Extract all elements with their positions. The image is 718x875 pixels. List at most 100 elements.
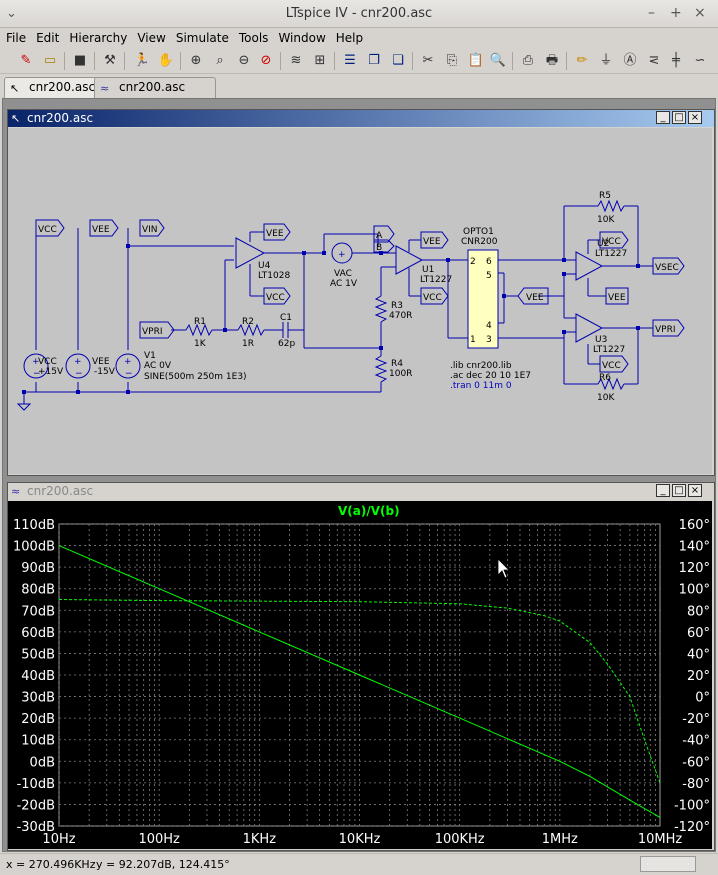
schematic-window: ↖ cnr200.asc _ □ × bbox=[7, 109, 715, 476]
x-tick-label: 100Hz bbox=[138, 832, 180, 847]
menu-hierarchy[interactable]: Hierarchy bbox=[69, 31, 128, 45]
u4-name: U4 bbox=[258, 261, 271, 271]
new-schematic-icon[interactable]: ✎ bbox=[20, 53, 32, 68]
tab-waveform[interactable]: ≈ cnr200.asc bbox=[94, 77, 216, 98]
net-label-vpri-out: VPRI bbox=[655, 325, 676, 335]
tile-horizontal-icon[interactable]: ☰ bbox=[344, 53, 356, 68]
cascade-icon[interactable]: ❐ bbox=[368, 53, 380, 68]
open-icon[interactable]: ▭ bbox=[43, 53, 57, 68]
find-icon[interactable]: 🔍 bbox=[489, 53, 507, 68]
tile-icon[interactable]: ❏ bbox=[392, 53, 404, 68]
v1-name: V1 bbox=[144, 351, 156, 361]
net-label-vin: VIN bbox=[142, 225, 158, 235]
y-left-tick-label: 20dB bbox=[21, 712, 55, 727]
mouse-cursor-icon bbox=[497, 558, 510, 579]
cut-icon[interactable]: ✂ bbox=[422, 53, 434, 68]
capacitor-icon[interactable]: ╪ bbox=[672, 53, 680, 68]
run-icon[interactable]: 🏃 bbox=[133, 53, 151, 68]
maximize-button[interactable]: + bbox=[670, 5, 682, 21]
print-setup-icon[interactable]: ⎙ bbox=[522, 53, 534, 68]
y-right-tick-label: 160° bbox=[679, 518, 710, 533]
net-label-u2-vee: VEE bbox=[608, 293, 626, 303]
y-left-tick-label: 30dB bbox=[21, 691, 55, 706]
y-right-tick-label: -120° bbox=[674, 820, 710, 835]
paste-icon[interactable]: 📋 bbox=[467, 53, 485, 68]
zoom-cancel-icon[interactable]: ⊘ bbox=[260, 53, 272, 68]
copy-icon[interactable]: ⎘ bbox=[446, 53, 458, 68]
schematic-restore-button[interactable]: □ bbox=[672, 111, 686, 124]
control-panel-icon[interactable]: ⚒ bbox=[104, 53, 116, 68]
menu-edit[interactable]: Edit bbox=[36, 31, 60, 45]
waveform-restore-button[interactable]: □ bbox=[672, 484, 686, 497]
window-menu-icon[interactable]: ⌄ bbox=[6, 6, 17, 21]
directive-lib[interactable]: .lib cnr200.lib bbox=[450, 361, 512, 371]
y-left-tick-label: 70dB bbox=[21, 604, 55, 619]
halt-icon[interactable]: ✋ bbox=[157, 53, 175, 68]
draw-wire-icon[interactable]: ✏ bbox=[576, 53, 588, 68]
menu-file[interactable]: File bbox=[6, 31, 27, 45]
menu-tools[interactable]: Tools bbox=[238, 31, 269, 45]
u1-value: LT1227 bbox=[420, 275, 452, 285]
y-right-tick-label: -80° bbox=[682, 777, 710, 792]
vee-source-name: VEE bbox=[92, 357, 110, 367]
u3-value: LT1227 bbox=[593, 345, 625, 355]
y-right-tick-label: 120° bbox=[679, 561, 710, 576]
y-left-tick-label: 60dB bbox=[21, 626, 55, 641]
trace-label[interactable]: V(a)/V(b) bbox=[338, 504, 400, 518]
waveform-plot[interactable]: V(a)/V(b) 110dB100dB90dB80dB70dB60dB50dB… bbox=[8, 501, 712, 849]
autorange-icon[interactable]: ≋ bbox=[290, 53, 302, 68]
schematic-close-button[interactable]: × bbox=[688, 111, 702, 124]
resistor-icon[interactable]: ⋜ bbox=[648, 53, 660, 68]
svg-text:−: − bbox=[33, 369, 41, 379]
y-left-tick-label: 0dB bbox=[30, 755, 55, 770]
net-label-u3-vcc: VCC bbox=[602, 361, 621, 371]
c1-name: C1 bbox=[280, 313, 292, 323]
phase-trace[interactable] bbox=[58, 599, 661, 784]
waveform-minimize-button[interactable]: _ bbox=[656, 484, 670, 497]
net-label-u1-vcc: VCC bbox=[423, 293, 442, 303]
fit-icon[interactable]: ⊞ bbox=[314, 53, 326, 68]
y-left-tick-label: -20dB bbox=[17, 798, 55, 813]
directive-ac[interactable]: .ac dec 20 10 1E7 bbox=[450, 371, 531, 381]
waveform-tab-icon: ≈ bbox=[100, 82, 110, 95]
r2-value: 1R bbox=[242, 339, 254, 349]
schematic-canvas[interactable]: +− +− +− + 2 6 5 4 bbox=[8, 128, 712, 474]
net-label-vee: VEE bbox=[92, 225, 110, 235]
close-button[interactable]: × bbox=[694, 5, 706, 21]
menu-help[interactable]: Help bbox=[335, 31, 364, 45]
ground-icon[interactable]: ⏚ bbox=[599, 53, 613, 68]
print-icon[interactable]: 🖶 bbox=[545, 53, 559, 68]
r1-value: 1K bbox=[194, 339, 207, 349]
tab-waveform-label: cnr200.asc bbox=[119, 80, 186, 94]
save-icon[interactable]: ■ bbox=[73, 53, 87, 68]
zoom-in-icon[interactable]: ⊕ bbox=[190, 53, 202, 68]
waveform-close-button[interactable]: × bbox=[688, 484, 702, 497]
menu-window[interactable]: Window bbox=[278, 31, 326, 45]
directive-tran[interactable]: .tran 0 11m 0 bbox=[450, 381, 512, 391]
net-label-a: A bbox=[376, 231, 383, 241]
r5-name: R5 bbox=[599, 191, 611, 201]
net-label-u4-vee: VEE bbox=[266, 229, 284, 239]
magnitude-trace[interactable] bbox=[58, 545, 661, 818]
zoom-out-icon[interactable]: ⊖ bbox=[238, 53, 250, 68]
r1-name: R1 bbox=[194, 317, 206, 327]
r2-name: R2 bbox=[242, 317, 254, 327]
waveform-window-title: cnr200.asc bbox=[27, 484, 94, 498]
y-right-tick-label: -60° bbox=[682, 755, 710, 770]
y-right-tick-label: 40° bbox=[687, 647, 710, 662]
cursor-y-readout: y = 92.207dB, 124.415° bbox=[96, 858, 230, 871]
zoom-area-icon[interactable]: ⌕ bbox=[216, 53, 224, 68]
schematic-minimize-button[interactable]: _ bbox=[656, 111, 670, 124]
inductor-icon[interactable]: ∽ bbox=[694, 53, 706, 68]
menu-simulate[interactable]: Simulate bbox=[175, 31, 229, 45]
y-left-tick-label: 90dB bbox=[21, 561, 55, 576]
menu-bar: File Edit Hierarchy View Simulate Tools Window… bbox=[0, 28, 718, 48]
vcc-source-value: +15V bbox=[38, 367, 64, 377]
label-net-icon[interactable]: Ⓐ bbox=[623, 53, 637, 68]
mdi-area: ↖ cnr200.asc _ □ × bbox=[2, 98, 716, 852]
svg-text:+: + bbox=[74, 357, 82, 367]
u2-value: LT1227 bbox=[595, 249, 627, 259]
menu-view[interactable]: View bbox=[137, 31, 166, 45]
opto-pin-3: 3 bbox=[486, 335, 492, 345]
minimize-button[interactable]: – bbox=[648, 5, 655, 21]
